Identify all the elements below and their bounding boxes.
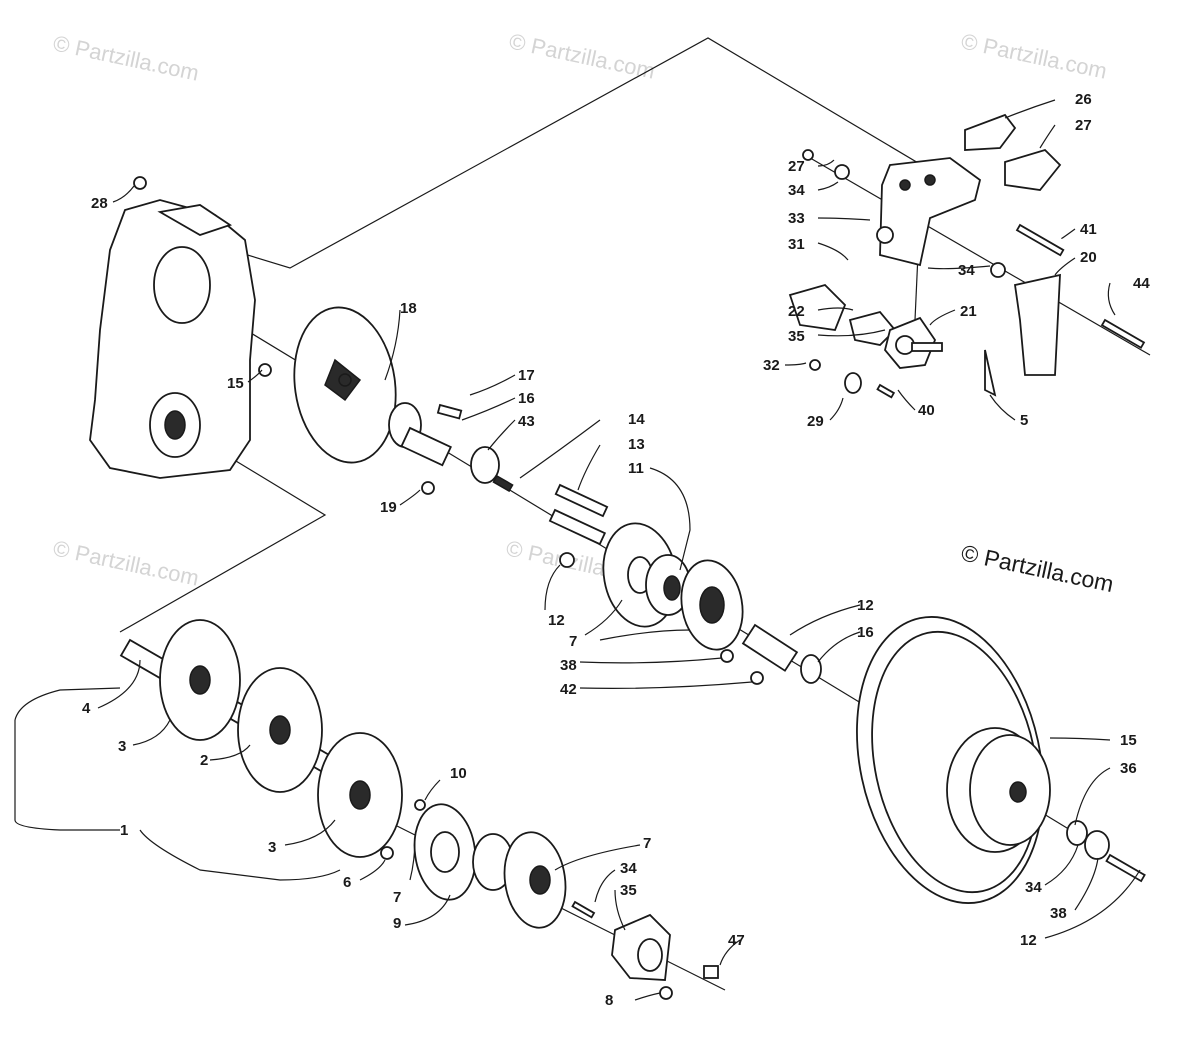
callout-30: 27 xyxy=(1075,117,1092,134)
callout-7-lower-left: 7 xyxy=(393,889,401,906)
shaft-hub-parts xyxy=(388,402,514,493)
drive-axle-assembly xyxy=(119,619,403,858)
spacer-washer xyxy=(741,623,822,684)
callout-46: 44 xyxy=(1133,275,1150,292)
watermark-top-center: © Partzilla.com xyxy=(507,28,657,83)
callout-27-right: 27 xyxy=(788,158,805,175)
callout-38: 35 xyxy=(620,882,637,899)
callout-24: 20 xyxy=(1080,249,1097,266)
callout-9: 9 xyxy=(393,915,401,932)
watermark-top-right: © Partzilla.com xyxy=(959,28,1109,83)
watermark-top-left: © Partzilla.com xyxy=(51,30,201,85)
callout-20: 19 xyxy=(380,499,397,516)
callout-47: 47 xyxy=(728,932,745,949)
pin-shafts xyxy=(548,483,609,546)
callout-labels: 28 18 15 17 16 43 14 13 11 19 12 7 38 42… xyxy=(82,91,1150,1009)
callout-22: 17 xyxy=(518,367,535,384)
callout-7-mid: 7 xyxy=(569,633,577,650)
callout-15: 16 xyxy=(857,624,874,641)
callout-40: 38 xyxy=(1050,905,1067,922)
callout-6: 6 xyxy=(343,874,351,891)
callout-31: 32 xyxy=(763,357,780,374)
driven-pulley xyxy=(856,616,1146,904)
brake-bracket-assembly xyxy=(133,113,1146,495)
callout-44: 42 xyxy=(560,681,577,698)
callout-13: 12 xyxy=(1020,932,1037,949)
bracket-axis-line xyxy=(804,154,1151,356)
callout-36: 34 xyxy=(1025,879,1042,896)
frame-guide-top xyxy=(214,37,931,269)
callout-25: 21 xyxy=(960,303,977,320)
callout-7-lower-right: 7 xyxy=(643,835,651,852)
callout-35: 35 xyxy=(788,328,805,345)
callout-5: 5 xyxy=(1020,412,1028,429)
sprocket-2 xyxy=(237,667,323,793)
callout-18: 14 xyxy=(628,411,645,428)
callout-29: 26 xyxy=(1075,91,1092,108)
callout-33: 31 xyxy=(788,236,805,253)
gear-case-cover xyxy=(89,199,256,479)
callout-43: 41 xyxy=(1080,221,1097,238)
callout-26: 22 xyxy=(788,303,805,320)
lower-flange-assembly xyxy=(380,799,719,1000)
callout-41: 38 xyxy=(560,657,577,674)
callout-3-lower: 3 xyxy=(268,839,276,856)
brake-disc xyxy=(293,306,397,464)
callout-28: 29 xyxy=(807,413,824,430)
callout-42: 40 xyxy=(918,402,935,419)
leader-lines xyxy=(14,99,1141,1001)
watermark-mid-left: © Partzilla.com xyxy=(51,535,201,590)
watermark-main: © Partzilla.com xyxy=(959,539,1116,597)
callout-1: 1 xyxy=(120,822,128,839)
callout-8: 8 xyxy=(605,992,613,1009)
callout-11: 11 xyxy=(628,460,644,477)
callout-12: 12 xyxy=(857,597,874,614)
callout-34-lower: 34 xyxy=(958,262,975,279)
callout-4: 4 xyxy=(82,700,91,717)
callout-39: 36 xyxy=(1120,760,1137,777)
sprocket-3 xyxy=(317,732,403,858)
callout-45: 43 xyxy=(518,413,535,430)
callout-14: 15 xyxy=(1120,732,1137,749)
callout-10: 10 xyxy=(450,765,467,782)
flange-bearing-upper xyxy=(559,522,764,685)
callout-16: 12 xyxy=(548,612,565,629)
callout-19: 15 xyxy=(227,375,244,392)
sprocket-1 xyxy=(159,619,241,741)
callout-32: 33 xyxy=(788,210,805,227)
callout-2: 2 xyxy=(200,752,208,769)
callout-17: 13 xyxy=(628,436,645,453)
callout-37: 34 xyxy=(620,860,637,877)
callout-27-left: 28 xyxy=(91,195,108,212)
callout-34-upper: 34 xyxy=(788,182,805,199)
callout-21: 16 xyxy=(518,390,535,407)
callout-23: 18 xyxy=(400,300,417,317)
callout-3-upper: 3 xyxy=(118,738,126,755)
